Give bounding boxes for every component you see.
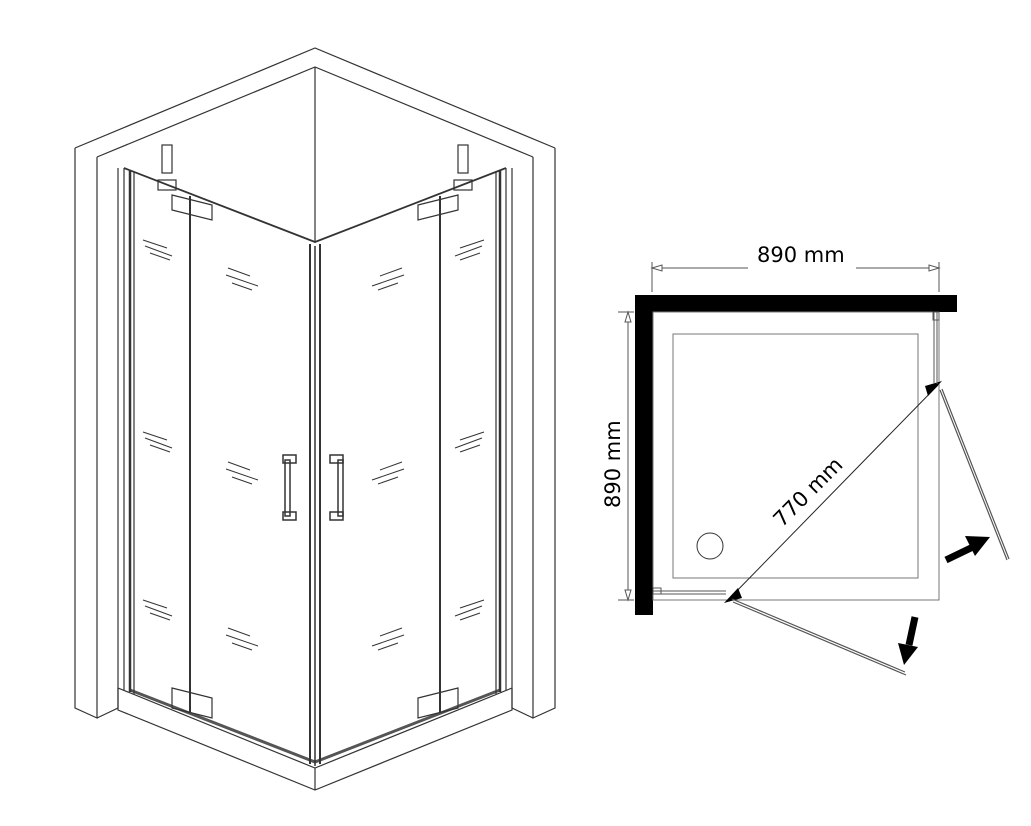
hinge-bottom-left-icon (171, 687, 213, 719)
corner-post (309, 244, 321, 766)
hinge-top-right-icon (417, 144, 473, 221)
depth-label: 890 mm (601, 420, 625, 508)
swing-arrow-down-icon (898, 616, 919, 665)
plan-wall-top (635, 295, 957, 312)
open-doors (731, 388, 1010, 676)
handle-right-icon (329, 454, 344, 521)
glass-reflections (142, 239, 485, 651)
shower-tray (117, 687, 513, 791)
diagonal-label: 770 mm (769, 453, 848, 532)
plan-tray-inner (672, 333, 919, 579)
plan-view: 890 mm 890 mm 770 mm (601, 243, 1010, 676)
drain-icon (696, 532, 724, 560)
diagonal-dimension (727, 384, 939, 601)
fixed-panels (652, 311, 940, 595)
top-rail (123, 167, 507, 243)
diagonal-arrow-start-icon (724, 588, 742, 603)
plan-enclosure-outline (652, 311, 940, 601)
plan-wall-left (635, 295, 653, 615)
hinge-top-left-icon (157, 144, 213, 221)
right-wall-profile (495, 168, 507, 694)
hinge-bottom-right-icon (417, 687, 459, 719)
handle-left-icon (282, 454, 297, 521)
diagonal-arrow-end-icon (925, 381, 942, 396)
width-label: 890 mm (757, 243, 845, 267)
swing-arrow-right-icon (944, 536, 990, 564)
width-dimension (650, 262, 941, 292)
depth-dimension (618, 310, 634, 602)
isometric-view (74, 47, 556, 791)
left-wall-profile (123, 168, 135, 694)
